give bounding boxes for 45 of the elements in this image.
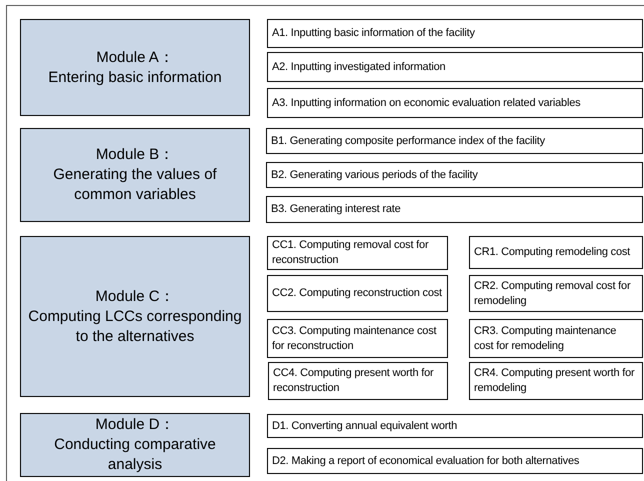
step-box — [266, 128, 643, 154]
module-description: Computing LCCs corresponding to the alternatives — [27, 306, 243, 346]
step-box — [267, 19, 643, 48]
step-box — [469, 275, 643, 312]
step-text: CR2. Computing removal cost for remodeling — [474, 278, 632, 308]
step-box — [266, 196, 643, 223]
step-text: CC4. Computing present worth for reconstruction — [273, 366, 435, 396]
step-box — [469, 319, 643, 358]
module-box — [20, 128, 250, 222]
step-text: CR1. Computing remodeling cost — [474, 245, 632, 260]
module-box — [20, 236, 250, 397]
step-text: D1. Converting annual equivalent worth — [272, 418, 458, 434]
module-heading: Module C： — [95, 286, 175, 306]
module-box — [20, 19, 250, 116]
step-text: CC2. Computing reconstruction cost — [272, 286, 443, 301]
step-box — [268, 362, 448, 400]
step-box — [267, 275, 448, 312]
module-description: Generating the values of common variables — [52, 165, 218, 205]
step-text: D2. Making a report of economical evaluation for both alternatives — [272, 454, 580, 468]
step-text: B1. Generating composite performance index of the facility — [271, 134, 546, 148]
step-box — [266, 162, 643, 188]
step-box — [267, 88, 643, 118]
step-text: CC3. Computing maintenance cost for reconstruction — [272, 324, 438, 354]
step-box — [267, 236, 448, 270]
step-text: CC1. Computing removal cost for reconstruction — [272, 238, 430, 268]
step-text: CR4. Computing present worth for remodeling — [474, 366, 636, 396]
step-box — [267, 52, 643, 82]
step-text: B3. Generating interest rate — [271, 202, 402, 217]
step-box — [267, 448, 643, 474]
step-box — [267, 414, 643, 438]
step-text: A1. Inputting basic information of the facility — [272, 26, 476, 41]
module-box — [20, 413, 250, 477]
step-text: A3. Inputting information on economic evaluation related variables — [272, 96, 582, 110]
step-box — [469, 236, 643, 269]
module-heading: Module B： — [96, 145, 174, 165]
step-box — [469, 362, 643, 400]
step-text: A2. Inputting investigated information — [272, 60, 446, 74]
step-text: B2. Generating various periods of the facility — [271, 168, 479, 182]
module-description: Entering basic information — [48, 68, 222, 88]
module-heading: Module D： — [95, 415, 175, 435]
step-box — [267, 319, 448, 358]
module-heading: Module A： — [96, 48, 174, 68]
outer-frame — [6, 5, 644, 481]
module-description: Conducting comparative analysis — [53, 435, 217, 475]
step-text: CR3. Computing maintenance cost for remodeling — [474, 324, 618, 354]
